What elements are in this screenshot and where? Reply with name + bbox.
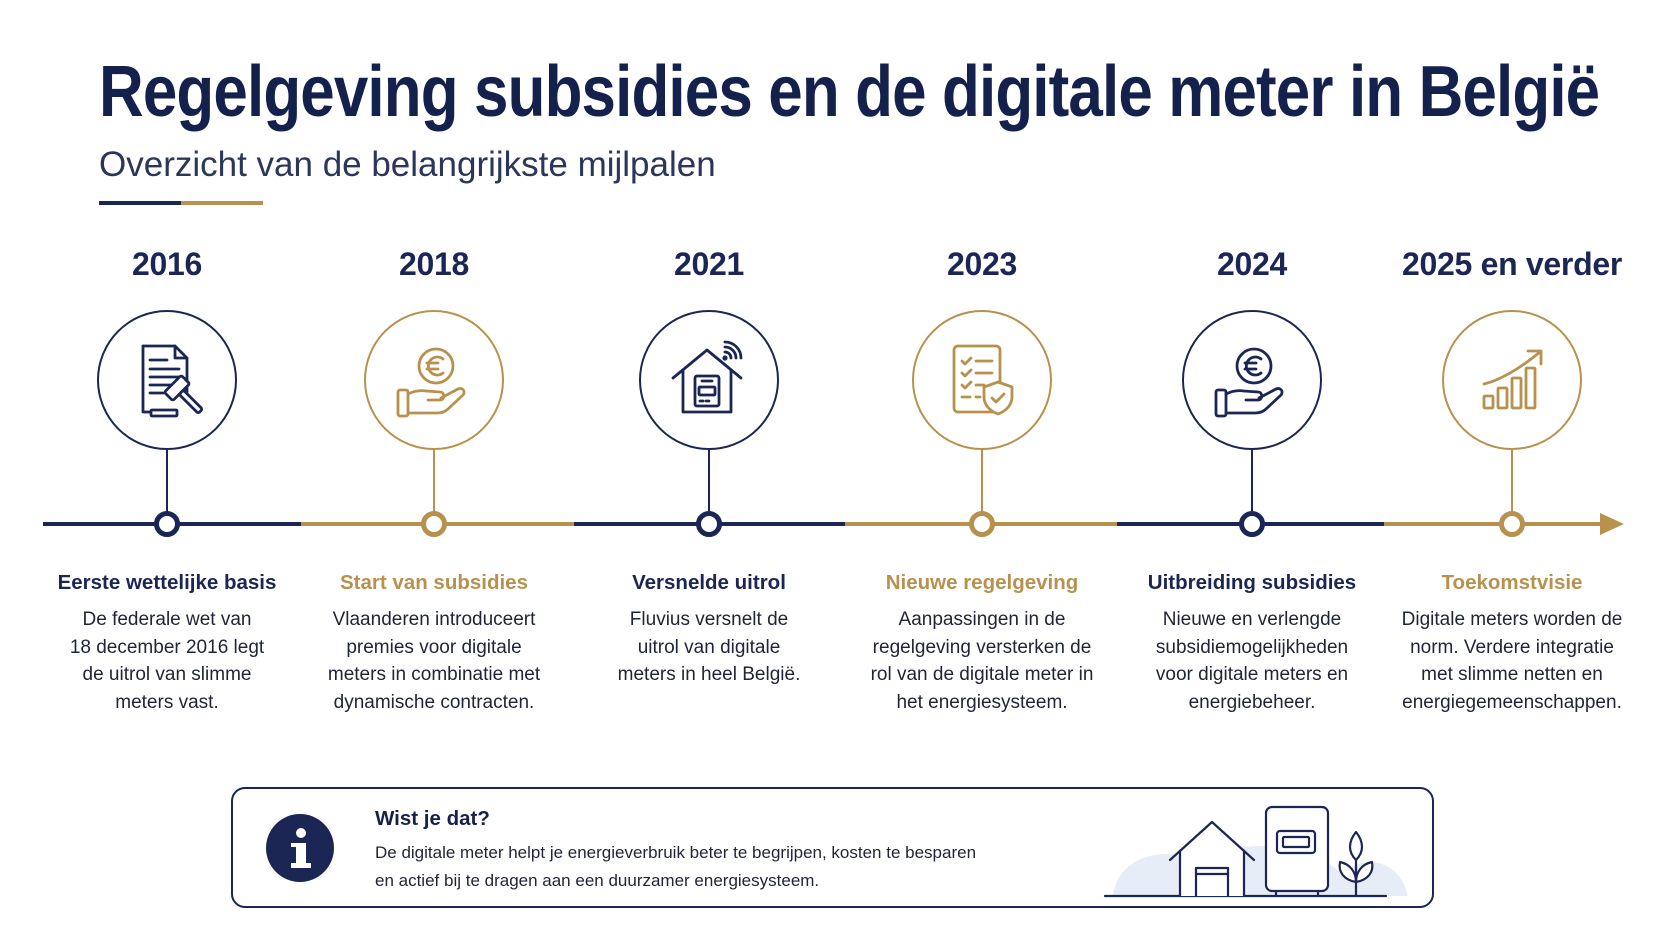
milestone-heading: Toekomstvisie [1441, 571, 1583, 594]
timeline-node [1239, 511, 1265, 537]
checklist-shield-icon [952, 344, 1014, 416]
meter-icon [1264, 805, 1330, 898]
house-icon [1168, 820, 1256, 898]
smart-home-meter-icon [671, 340, 743, 414]
milestone-heading: Nieuwe regelgeving [885, 571, 1079, 594]
accent-bar-navy [99, 201, 181, 205]
timeline-segment-2025 [1384, 522, 1602, 526]
info-body: De digitale meter helpt je energieverbru… [375, 843, 977, 890]
milestone-2024: 2024 Uitbreiding subsidies Nieuwe en ver… [1112, 240, 1392, 720]
milestone-year: 2024 [1217, 246, 1287, 282]
milestone-heading: Uitbreiding subsidies [1147, 571, 1357, 594]
milestone-heading: Start van subsidies [340, 571, 528, 594]
milestone-2018: 2018 Start van subsidies Vlaanderen intr… [294, 240, 574, 720]
milestone-2025: 2025 en verder Toekomstvisie Digitale me… [1372, 240, 1652, 720]
timeline-node [421, 511, 447, 537]
timeline-node [969, 511, 995, 537]
did-you-know-box: Wist je dat? De digitale meter helpt je … [231, 787, 1434, 908]
growth-chart-icon [1482, 349, 1543, 410]
milestone-icon-circle [639, 310, 779, 450]
timeline-node [1499, 511, 1525, 537]
house-meter-plant-illustration [1103, 805, 1408, 898]
milestone-icon-circle [1442, 310, 1582, 450]
milestone-heading: Eerste wettelijke basis [57, 571, 277, 594]
accent-bar-gold [181, 201, 263, 205]
milestone-icon-circle [1182, 310, 1322, 450]
hand-euro-icon [396, 347, 466, 418]
milestone-2023: 2023 Nieuwe regelgeving Aanpassingen in … [842, 240, 1122, 720]
milestone-year: 2021 [674, 246, 744, 282]
milestone-2016: 2016 Eerste wettelijke basis De feder [27, 240, 307, 720]
info-glyph-icon [291, 828, 311, 868]
timeline-arrowhead-icon [1600, 513, 1624, 535]
milestone-icon-circle [364, 310, 504, 450]
milestone-description: Nieuwe en verlengde subsidiemogelijkhede… [1155, 609, 1349, 714]
info-heading: Wist je dat? [375, 807, 490, 830]
hand-euro-icon [1214, 347, 1284, 418]
milestone-year: 2018 [399, 246, 469, 282]
milestone-connector [1510, 450, 1514, 512]
milestone-connector [432, 450, 436, 512]
milestone-year: 2023 [947, 246, 1017, 282]
plant-icon [1338, 830, 1374, 898]
milestone-2021: 2021 Versnelde uitrol Fluvius versnelt d… [569, 240, 849, 720]
milestone-description: Aanpassingen in de regelgeving versterke… [870, 609, 1094, 714]
milestone-connector [980, 450, 984, 512]
info-icon [266, 814, 334, 882]
title-accent-bar [99, 201, 263, 205]
page-title: Regelgeving subsidies en de digitale met… [99, 52, 1600, 132]
milestone-heading: Versnelde uitrol [632, 571, 786, 594]
page-subtitle: Overzicht van de belangrijkste mijlpalen [99, 145, 716, 184]
milestone-icon-circle [912, 310, 1052, 450]
timeline-node [154, 511, 180, 537]
milestone-description: Fluvius versnelt de uitrol van digitale … [617, 609, 801, 686]
milestone-description: De federale wet van 18 december 2016 leg… [69, 609, 265, 714]
milestone-connector [1250, 450, 1254, 512]
timeline-node [696, 511, 722, 537]
milestone-year: 2016 [132, 246, 202, 282]
document-gavel-icon [141, 344, 204, 418]
milestone-connector [165, 450, 169, 512]
milestone-connector [707, 450, 711, 512]
milestone-icon-circle [97, 310, 237, 450]
milestone-year: 2025 en verder [1402, 246, 1622, 282]
milestone-description: Digitale meters worden de norm. Verdere … [1401, 609, 1623, 714]
milestone-description: Vlaanderen introduceert premies voor dig… [327, 609, 541, 714]
